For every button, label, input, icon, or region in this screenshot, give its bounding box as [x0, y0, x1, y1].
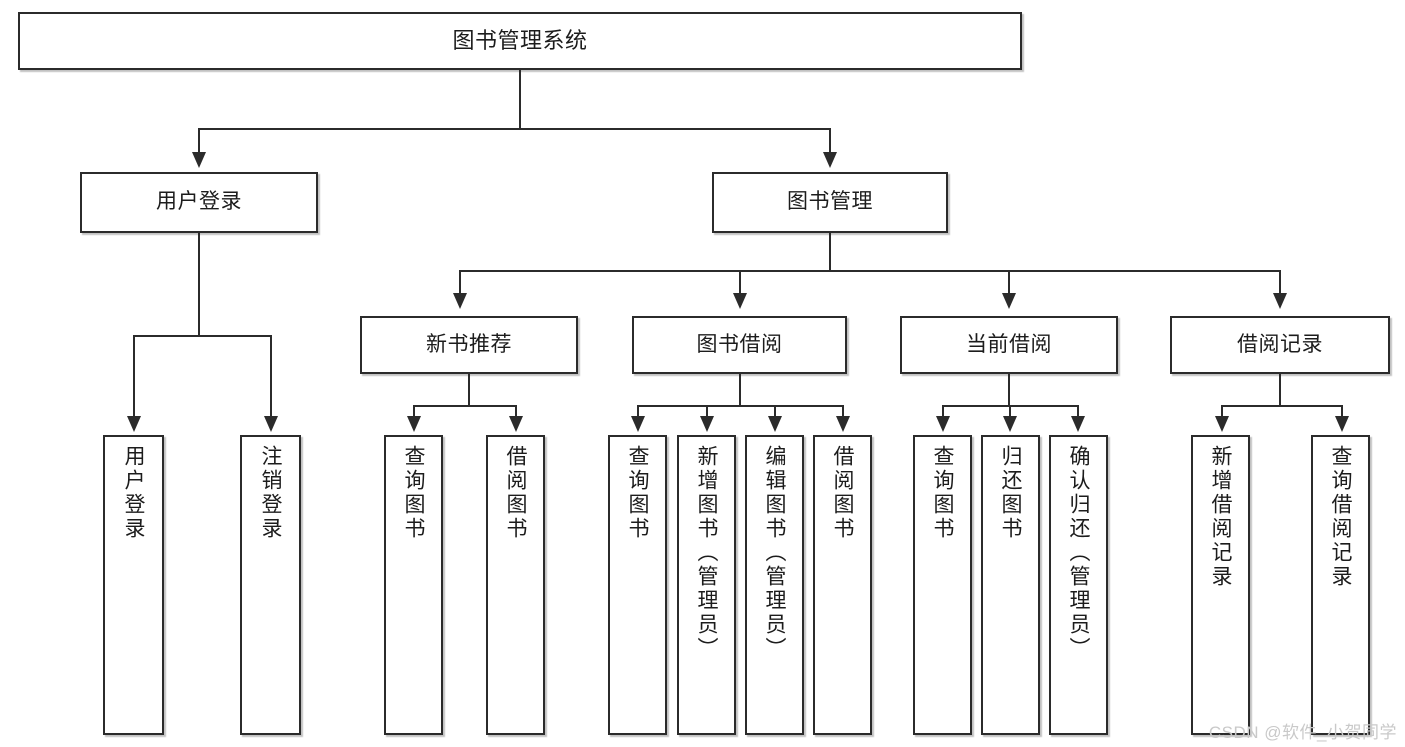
- node-label: 借阅记录: [1237, 332, 1323, 356]
- edge-bm-to-book-borrow: [739, 270, 741, 296]
- arrow-user-login-to-leaf-2: [264, 416, 278, 432]
- edge-cb-to-leaf-1: [942, 405, 944, 419]
- arrow-bb-to-leaf-1: [631, 416, 645, 432]
- arrow-cb-to-leaf-2: [1003, 416, 1017, 432]
- edge-user-login-stem: [198, 233, 200, 335]
- leaf-current-borrow-confirm-return-admin[interactable]: 确认归还（管理员）: [1049, 435, 1108, 735]
- edge-root-to-user-login: [198, 128, 200, 156]
- node-label: 注销登录: [259, 445, 282, 541]
- arrow-user-login-to-leaf-1: [127, 416, 141, 432]
- node-label: 查询图书: [626, 445, 649, 541]
- leaf-book-borrow-add-book-admin[interactable]: 新增图书（管理员）: [677, 435, 736, 735]
- arrow-bb-to-leaf-3: [768, 416, 782, 432]
- edge-current-borrow-stem: [1008, 374, 1010, 405]
- edge-bb-to-leaf-3: [774, 405, 776, 419]
- csdn-watermark: CSDN @软件_小贺同学: [1208, 723, 1397, 742]
- node-label: 编辑图书（管理员）: [763, 445, 786, 661]
- node-label: 查询借阅记录: [1329, 445, 1352, 589]
- node-label: 新增图书（管理员）: [695, 445, 718, 661]
- edge-bm-to-borrow-record: [1279, 270, 1281, 296]
- node-new-book-recommend[interactable]: 新书推荐: [360, 316, 578, 374]
- edge-borrow-record-bus: [1221, 405, 1342, 407]
- node-label: 用户登录: [156, 190, 242, 214]
- arrow-bm-to-book-borrow: [733, 293, 747, 309]
- edge-new-book-to-leaf-2: [515, 405, 517, 419]
- edge-bm-to-current-borrow: [1008, 270, 1010, 296]
- node-user-login[interactable]: 用户登录: [80, 172, 318, 233]
- leaf-book-borrow-query-book[interactable]: 查询图书: [608, 435, 667, 735]
- node-root-book-management-system[interactable]: 图书管理系统: [18, 12, 1022, 70]
- edge-root-to-book-management: [829, 128, 831, 156]
- arrow-br-to-leaf-1: [1215, 416, 1229, 432]
- leaf-book-borrow-edit-book-admin[interactable]: 编辑图书（管理员）: [745, 435, 804, 735]
- edge-user-login-to-leaf-1: [133, 335, 135, 419]
- edge-bb-to-leaf-1: [637, 405, 639, 419]
- arrow-bm-to-current-borrow: [1002, 293, 1016, 309]
- leaf-current-borrow-return-book[interactable]: 归还图书: [981, 435, 1040, 735]
- node-label: 确认归还（管理员）: [1067, 445, 1090, 661]
- edge-new-book-stem: [468, 374, 470, 405]
- leaf-borrow-record-add-record[interactable]: 新增借阅记录: [1191, 435, 1250, 735]
- node-label: 新书推荐: [426, 332, 512, 356]
- edge-br-to-leaf-1: [1221, 405, 1223, 419]
- arrow-br-to-leaf-2: [1335, 416, 1349, 432]
- edge-cb-to-leaf-2: [1009, 405, 1011, 419]
- leaf-new-book-borrow-book[interactable]: 借阅图书: [486, 435, 545, 735]
- node-label: 归还图书: [999, 445, 1022, 541]
- edge-new-book-bus: [413, 405, 516, 407]
- arrow-root-to-book-management: [823, 152, 837, 168]
- edge-root-bus: [198, 128, 831, 130]
- node-label: 图书借阅: [696, 332, 783, 356]
- edge-root-stem: [519, 70, 521, 128]
- edge-borrow-record-stem: [1279, 374, 1281, 405]
- leaf-new-book-query-book[interactable]: 查询图书: [384, 435, 443, 735]
- arrow-bm-to-new-book: [453, 293, 467, 309]
- arrow-cb-to-leaf-1: [936, 416, 950, 432]
- node-label: 查询图书: [931, 445, 954, 541]
- node-label: 查询图书: [402, 445, 425, 541]
- leaf-borrow-record-query-record[interactable]: 查询借阅记录: [1311, 435, 1370, 735]
- node-label: 图书管理: [787, 190, 873, 214]
- arrow-cb-to-leaf-3: [1071, 416, 1085, 432]
- edge-bb-to-leaf-2: [706, 405, 708, 419]
- edge-book-borrow-stem: [739, 374, 741, 405]
- edge-cb-to-leaf-3: [1077, 405, 1079, 419]
- edge-book-management-bus: [459, 270, 1280, 272]
- edge-book-borrow-bus: [637, 405, 843, 407]
- leaf-book-borrow-borrow-book[interactable]: 借阅图书: [813, 435, 872, 735]
- edge-book-management-stem: [829, 233, 831, 271]
- leaf-current-borrow-query-book[interactable]: 查询图书: [913, 435, 972, 735]
- node-label: 借阅图书: [504, 445, 527, 541]
- node-book-borrow[interactable]: 图书借阅: [632, 316, 847, 374]
- node-label: 用户登录: [122, 445, 145, 541]
- node-label: 图书管理系统: [452, 28, 588, 54]
- arrow-new-book-to-leaf-1: [407, 416, 421, 432]
- edge-bb-to-leaf-4: [842, 405, 844, 419]
- edge-user-login-to-leaf-2: [270, 335, 272, 419]
- node-label: 当前借阅: [966, 332, 1052, 356]
- leaf-user-login-login[interactable]: 用户登录: [103, 435, 164, 735]
- node-label: 借阅图书: [831, 445, 854, 541]
- arrow-new-book-to-leaf-2: [509, 416, 523, 432]
- node-label: 新增借阅记录: [1209, 445, 1232, 589]
- arrow-bb-to-leaf-2: [700, 416, 714, 432]
- arrow-bb-to-leaf-4: [836, 416, 850, 432]
- arrow-root-to-user-login: [192, 152, 206, 168]
- edge-br-to-leaf-2: [1341, 405, 1343, 419]
- edge-bm-to-new-book: [459, 270, 461, 296]
- edge-user-login-bus: [133, 335, 270, 337]
- arrow-bm-to-borrow-record: [1273, 293, 1287, 309]
- node-book-management[interactable]: 图书管理: [712, 172, 948, 233]
- leaf-user-login-logout[interactable]: 注销登录: [240, 435, 301, 735]
- node-borrow-record[interactable]: 借阅记录: [1170, 316, 1390, 374]
- node-current-borrow[interactable]: 当前借阅: [900, 316, 1118, 374]
- edge-new-book-to-leaf-1: [413, 405, 415, 419]
